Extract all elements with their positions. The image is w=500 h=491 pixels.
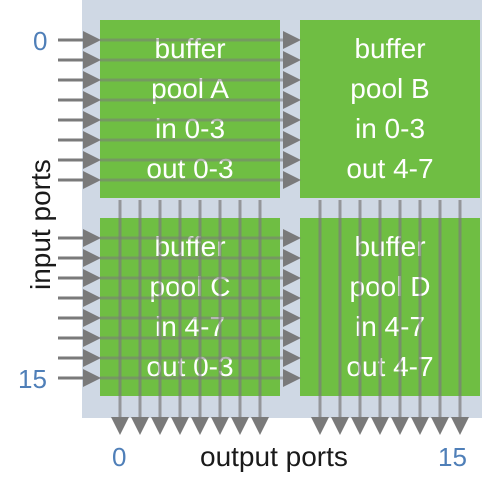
- pool-text-line: buffer: [354, 231, 425, 262]
- pool-box: [300, 218, 480, 396]
- pool-box: [300, 20, 480, 198]
- input-port-first-label: 0: [33, 26, 47, 56]
- output-ports-label: output ports: [200, 441, 348, 472]
- pool-box: [100, 218, 280, 396]
- pool-text-line: buffer: [354, 33, 425, 64]
- pool-text-line: out 4-7: [346, 153, 433, 184]
- output-port-last-label: 15: [438, 442, 467, 472]
- input-wires: [58, 31, 301, 387]
- pool-text-line: in 4-7: [355, 311, 425, 342]
- pool-text-line: in 0-3: [355, 113, 425, 144]
- output-wires: [111, 200, 469, 435]
- pool-text-line: pool B: [350, 73, 429, 104]
- pool-box: [100, 20, 280, 198]
- input-ports-label: input ports: [25, 159, 56, 290]
- pool-text-line: pool D: [350, 271, 431, 302]
- input-port-last-label: 15: [18, 364, 47, 394]
- buffer-pool-b: buffer pool B in 0-3 out 4-7: [300, 20, 480, 198]
- output-port-first-label: 0: [112, 442, 126, 472]
